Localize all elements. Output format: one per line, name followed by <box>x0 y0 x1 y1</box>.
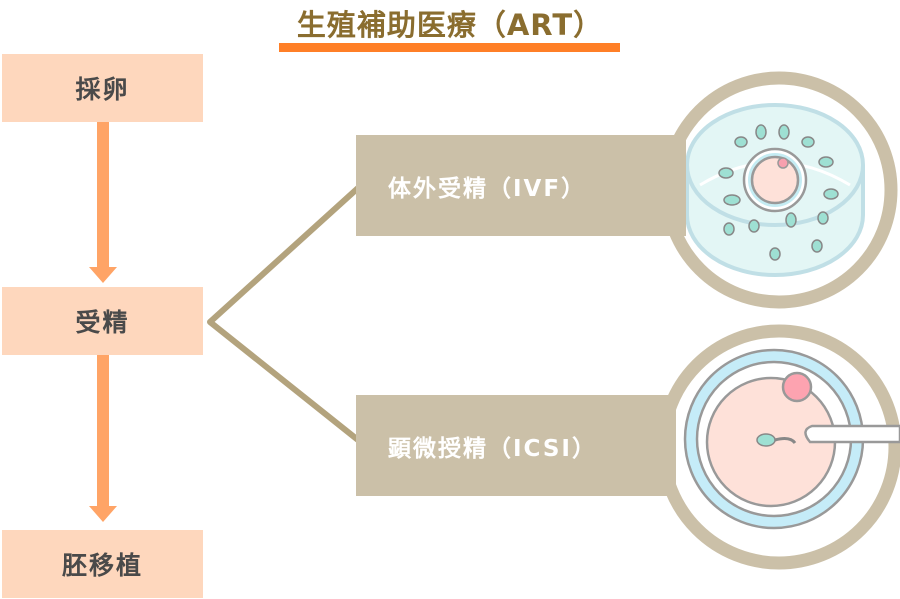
step-fertilization: 受精 <box>2 287 203 355</box>
step-embryo-transfer: 胚移植 <box>2 530 203 598</box>
page-title: 生殖補助医療（ART） <box>296 8 604 42</box>
arrow-down-icon <box>89 355 117 522</box>
method-ivf-label: 体外受精（IVF） <box>388 175 587 202</box>
step-egg-retrieval: 採卵 <box>2 54 203 122</box>
micro-injection-egg-icon <box>656 324 900 570</box>
branch-connector <box>207 185 361 443</box>
method-icsi-label: 顕微授精（ICSI） <box>388 435 597 462</box>
arrow-down-icon <box>89 122 117 283</box>
method-icsi: 顕微授精（ICSI） <box>356 395 676 496</box>
title-underline <box>279 43 620 52</box>
method-ivf: 体外受精（IVF） <box>356 135 686 236</box>
petri-dish-sperm-egg-icon <box>660 71 898 309</box>
